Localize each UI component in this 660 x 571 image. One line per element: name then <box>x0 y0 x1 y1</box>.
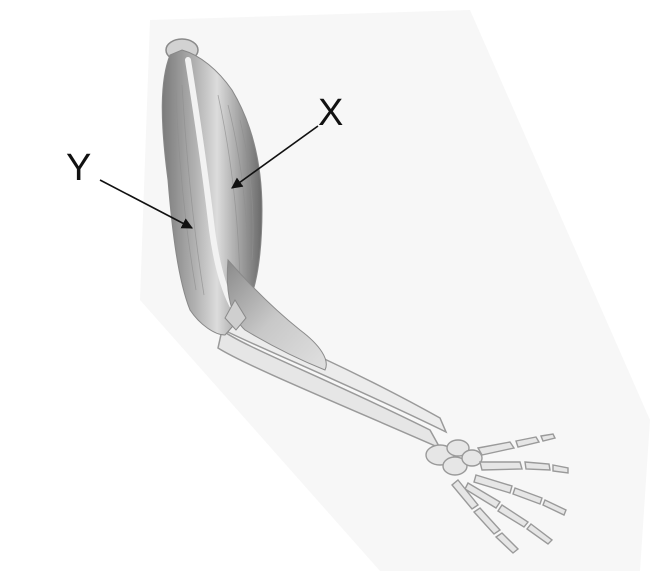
label-x: X <box>318 92 343 134</box>
label-y: Y <box>66 147 91 189</box>
